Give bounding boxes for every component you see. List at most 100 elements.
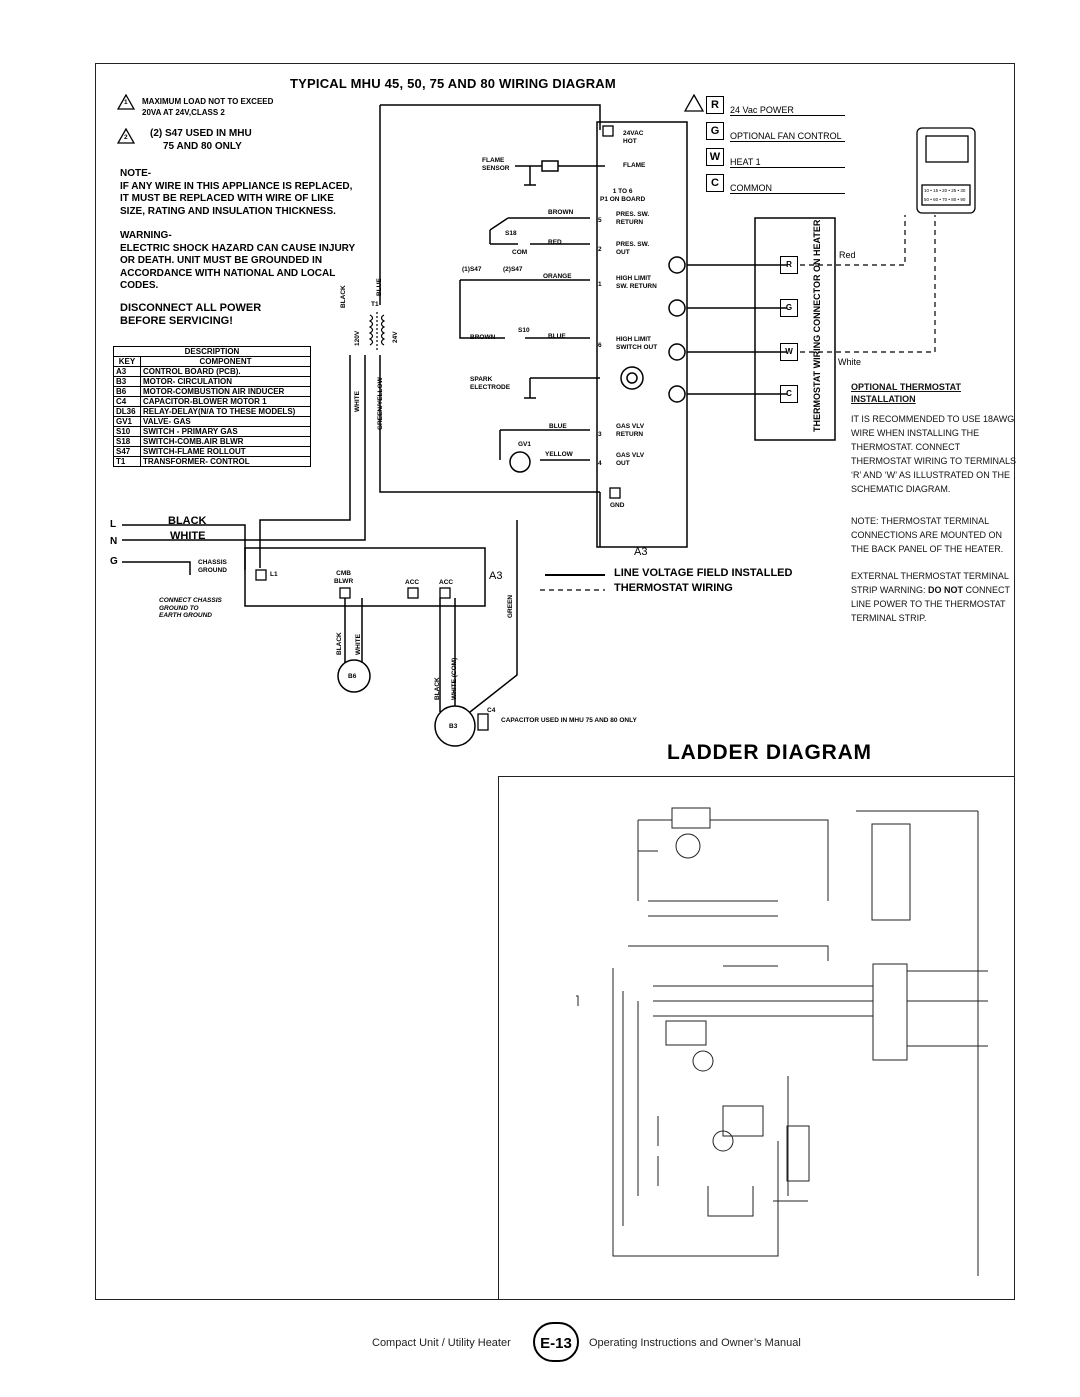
tstat-terminal-r[interactable]: R bbox=[780, 256, 798, 274]
label-120v: 120V bbox=[354, 330, 361, 346]
label-flame: FLAME bbox=[623, 162, 646, 169]
warning-2-line1: (2) S47 USED IN MHU bbox=[150, 128, 252, 139]
page-number-badge: E-13 bbox=[533, 1322, 579, 1362]
terminal-label: COMMON bbox=[730, 183, 845, 194]
wire-hot bbox=[380, 104, 601, 130]
tstat-terminal-w[interactable]: W bbox=[780, 343, 798, 361]
warning-mark-1: 1 bbox=[124, 99, 128, 106]
wire-label-black: BLACK bbox=[340, 285, 347, 308]
terminal-g[interactable]: G bbox=[706, 122, 724, 140]
disconnect-line: BEFORE SERVICING! bbox=[120, 315, 233, 327]
ladder-diagram-box bbox=[498, 776, 1015, 1300]
footer-right: Operating Instructions and Owner’s Manua… bbox=[589, 1337, 801, 1349]
disconnect-block: DISCONNECT ALL POWER BEFORE SERVICING! bbox=[120, 302, 261, 328]
warning-block: WARNING- ELECTRIC SHOCK HAZARD CAN CAUSE… bbox=[120, 230, 375, 293]
wiring-diagram-svg bbox=[122, 104, 976, 747]
tstat-wire-white: White bbox=[838, 357, 862, 367]
warning-triangle-icon bbox=[684, 94, 704, 112]
line-black-label: BLACK bbox=[168, 515, 207, 527]
label-s18: S18 bbox=[505, 230, 517, 237]
label-gas-out: GAS VLV OUT bbox=[616, 452, 645, 467]
line-l: L bbox=[110, 519, 117, 530]
p3-text: CONNECT LINE POWER TO THE THERMOSTAT TER… bbox=[851, 585, 1010, 623]
label-s10: S10 bbox=[518, 327, 530, 334]
wire-label-black: BLACK bbox=[434, 677, 441, 700]
capacitor-c4: C4 bbox=[487, 707, 496, 714]
label-pres-out: PRES. SW. OUT bbox=[616, 241, 650, 256]
warning-line: CODES. bbox=[120, 280, 159, 291]
pin-4: 4 bbox=[598, 460, 602, 467]
line-g: G bbox=[110, 556, 118, 567]
wire-label-blue: BLUE bbox=[376, 278, 383, 296]
note-line: IF ANY WIRE IN THIS APPLIANCE IS REPLACE… bbox=[120, 180, 353, 192]
wire-label-blue: BLUE bbox=[548, 333, 566, 340]
tstat-display-scale: 10 • 15 • 20 • 25 • 30 50 • 60 • 70 • 80… bbox=[924, 188, 966, 202]
warning-head: WARNING- bbox=[120, 230, 172, 241]
pin-5: 5 bbox=[598, 217, 602, 224]
wire-label-black: BLACK bbox=[336, 632, 343, 655]
pin-1: 1 bbox=[598, 281, 602, 288]
note-line: IT MUST BE REPLACED WITH WIRE OF LIKE bbox=[120, 193, 334, 204]
label-pres-return: PRES. SW. RETURN bbox=[616, 211, 650, 226]
label-spark: SPARK ELECTRODE bbox=[470, 376, 511, 391]
lower-l1: L1 bbox=[270, 571, 278, 578]
tstat-terminal-c[interactable]: C bbox=[780, 385, 798, 403]
label-flame-sensor: FLAME SENSOR bbox=[482, 157, 510, 172]
lower-acc-1: ACC bbox=[405, 579, 420, 586]
terminal-w[interactable]: W bbox=[706, 148, 724, 166]
label-high-return: HIGH LIMIT SW. RETURN bbox=[616, 275, 657, 290]
label-high-out: HIGH LIMIT SWITCH OUT bbox=[616, 336, 658, 351]
terminal-c[interactable]: C bbox=[706, 174, 724, 192]
warning-1-line1: MAXIMUM LOAD NOT TO EXCEED bbox=[142, 97, 274, 106]
lower-board-outline bbox=[244, 547, 486, 607]
label-p1: 1 TO 6 P1 ON BOARD bbox=[600, 188, 646, 203]
terminal-r[interactable]: R bbox=[706, 96, 724, 114]
capacitor-note: CAPACITOR USED IN MHU 75 AND 80 ONLY bbox=[501, 717, 637, 724]
label-s47a: (1)S47 bbox=[462, 266, 482, 273]
motor-b6: B6 bbox=[348, 673, 357, 680]
note-head: NOTE- bbox=[120, 168, 152, 179]
control-board-outline bbox=[596, 121, 688, 548]
wire-label-green: GREEN bbox=[507, 594, 514, 618]
label-com: COM bbox=[512, 249, 528, 256]
optional-thermostat-p1: IT IS RECOMMENDED TO USE 18AWG WIRE WHEN… bbox=[851, 414, 1017, 494]
optional-thermostat-p3: EXTERNAL THERMOSTAT TERMINAL STRIP WARNI… bbox=[851, 569, 1016, 625]
warning-triangle-icon bbox=[117, 94, 135, 110]
pin-2: 2 bbox=[598, 246, 602, 253]
label-t1: T1 bbox=[371, 301, 379, 308]
lower-a3: A3 bbox=[489, 570, 503, 582]
footer-left: Compact Unit / Utility Heater bbox=[372, 1337, 511, 1349]
label-gnd: GND bbox=[610, 502, 625, 509]
wire-gnd bbox=[379, 355, 600, 493]
warning-line: OR DEATH. UNIT MUST BE GROUNDED IN bbox=[120, 255, 323, 266]
tstat-terminal-g[interactable]: G bbox=[780, 299, 798, 317]
ladder-diagram-svg bbox=[576, 807, 988, 1276]
wire-label-red: RED bbox=[548, 239, 562, 246]
line-n: N bbox=[110, 536, 118, 547]
pin-3: 3 bbox=[598, 431, 602, 438]
note-block: NOTE- IF ANY WIRE IN THIS APPLIANCE IS R… bbox=[120, 168, 370, 218]
tstat-strip-outline bbox=[754, 217, 836, 441]
optional-thermostat-heading: OPTIONAL THERMOSTAT INSTALLATION bbox=[851, 382, 961, 404]
legend-line-voltage: LINE VOLTAGE FIELD INSTALLED bbox=[614, 567, 793, 579]
warning-mark-2: 2 bbox=[124, 134, 128, 141]
wire-label-orange: ORANGE bbox=[543, 273, 572, 280]
lower-acc-2: ACC bbox=[439, 579, 454, 586]
p3-do-not: DO NOT bbox=[928, 585, 964, 595]
wire-label-yellow: YELLOW bbox=[545, 451, 573, 458]
warning-1-line2: 20VA AT 24V,CLASS 2 bbox=[142, 108, 225, 117]
terminal-label: 24 Vac POWER bbox=[730, 105, 845, 116]
motor-b3: B3 bbox=[449, 723, 458, 730]
label-gas-return: GAS VLV RETURN bbox=[616, 423, 645, 438]
pin-6: 6 bbox=[598, 342, 602, 349]
warning-line: ACCORDANCE WITH NATIONAL AND LOCAL bbox=[120, 267, 336, 279]
wire-label-white: WHITE bbox=[355, 634, 362, 655]
wire-label-brown: BROWN bbox=[548, 209, 574, 216]
label-24v: 24V bbox=[392, 331, 399, 343]
warning-2-line2: 75 AND 80 ONLY bbox=[163, 141, 242, 152]
chassis-ground-label: CHASSIS GROUND bbox=[198, 559, 227, 574]
diagram-title: TYPICAL MHU 45, 50, 75 AND 80 WIRING DIA… bbox=[290, 76, 616, 91]
